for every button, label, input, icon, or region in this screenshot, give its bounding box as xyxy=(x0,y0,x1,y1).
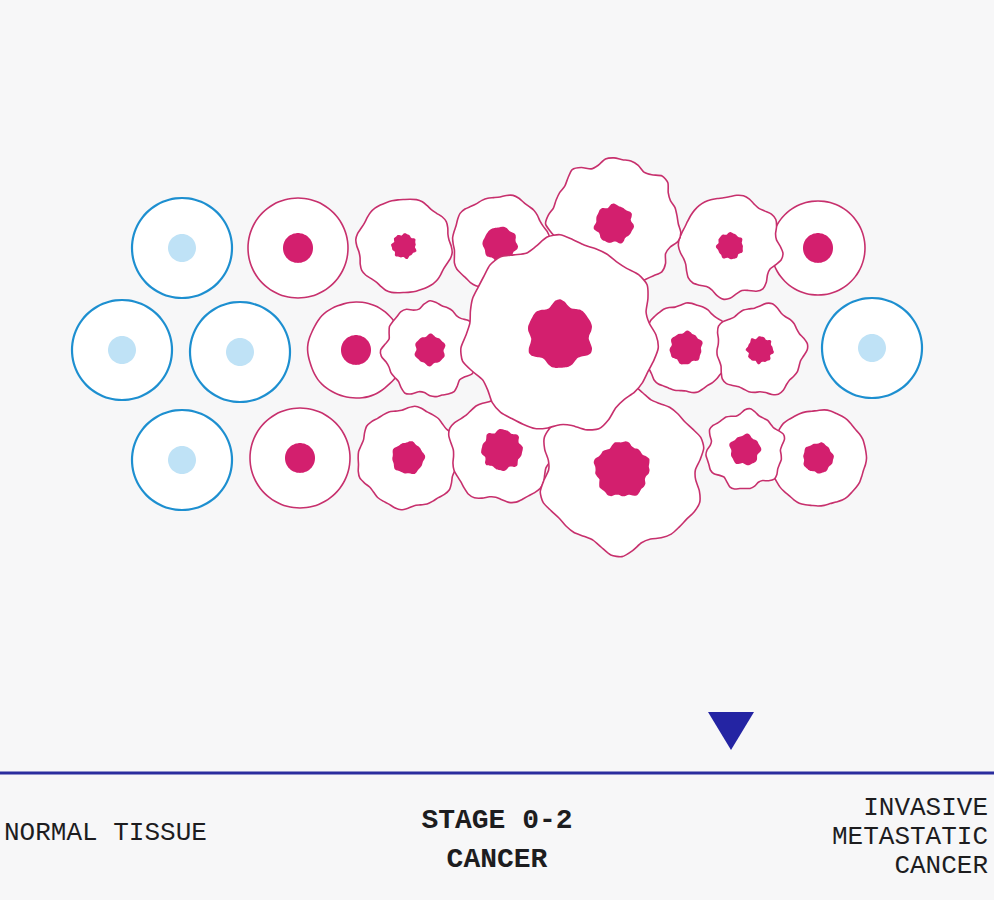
cell-nucleus xyxy=(716,232,743,259)
cell-nucleus xyxy=(168,234,196,262)
cell-nucleus xyxy=(283,233,313,263)
cancer-cell xyxy=(770,410,867,506)
cell-membrane xyxy=(822,298,922,398)
cancer-cell xyxy=(678,195,783,299)
cancer-cell xyxy=(358,406,458,509)
cell-nucleus xyxy=(415,334,446,367)
cell-nucleus xyxy=(803,233,833,263)
cell-nucleus xyxy=(168,446,196,474)
cell-membrane xyxy=(358,406,458,509)
cancer-cell xyxy=(771,201,865,295)
cell-nucleus xyxy=(594,203,634,243)
normal-cell xyxy=(190,302,290,402)
cancer-cell xyxy=(248,198,348,298)
cell-membrane xyxy=(770,410,867,506)
cell-membrane xyxy=(461,235,658,430)
normal-cell xyxy=(822,298,922,398)
cell-nucleus xyxy=(670,331,703,365)
cancer-cell xyxy=(717,303,808,394)
cell-nucleus xyxy=(481,429,523,471)
cancer-cell xyxy=(250,408,350,508)
normal-cell xyxy=(132,410,232,510)
cell-nucleus xyxy=(108,336,136,364)
cell-membrane xyxy=(717,303,808,394)
cell-membrane xyxy=(132,198,232,298)
cell-nucleus xyxy=(285,443,315,473)
cancer-cell xyxy=(461,235,658,430)
stage-label: STAGE 0-2 CANCER xyxy=(387,801,607,879)
cell-membrane xyxy=(132,410,232,510)
stage-label: INVASIVE METASTATIC CANCER xyxy=(784,794,988,881)
cell-membrane xyxy=(250,408,350,508)
cell-nucleus xyxy=(858,334,886,362)
cell-nucleus xyxy=(594,441,650,496)
cell-nucleus xyxy=(226,338,254,366)
cancer-cell xyxy=(706,409,785,489)
stage-label: NORMAL TISSUE xyxy=(4,816,304,850)
cell-membrane xyxy=(190,302,290,402)
normal-cell xyxy=(132,198,232,298)
cell-membrane xyxy=(248,198,348,298)
cell-membrane xyxy=(771,201,865,295)
cell-nucleus xyxy=(803,442,834,473)
cell-nucleus xyxy=(528,299,592,368)
cell-membrane xyxy=(706,409,785,489)
cell-nucleus xyxy=(391,233,416,259)
cancer-cell xyxy=(356,199,452,292)
cell-group xyxy=(72,158,922,557)
cell-membrane xyxy=(678,195,783,299)
cell-nucleus xyxy=(341,335,371,365)
cell-membrane xyxy=(356,199,452,292)
normal-cell xyxy=(72,300,172,400)
cell-nucleus xyxy=(729,433,761,465)
cell-nucleus xyxy=(746,336,774,364)
progress-scale xyxy=(0,772,994,775)
stage-marker xyxy=(708,712,754,750)
cell-nucleus xyxy=(392,441,425,474)
cell-membrane xyxy=(72,300,172,400)
